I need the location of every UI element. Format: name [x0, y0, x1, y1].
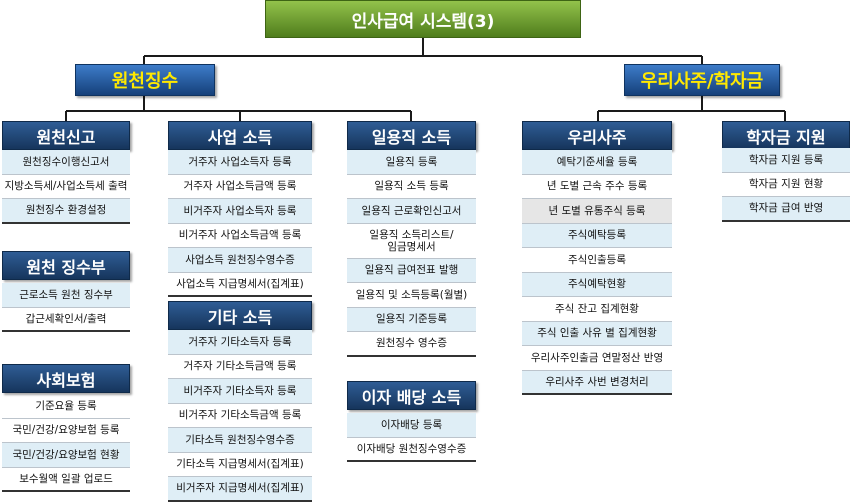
menu-item[interactable]: 주식예탁현황 — [522, 272, 672, 297]
menu-item[interactable]: 일용직 및 소득등록(월별) — [347, 283, 476, 308]
menu-item[interactable]: 기타소득 지급명세서(집계표) — [168, 453, 312, 477]
menu-item[interactable]: 년 도별 근속 주수 등록 — [522, 175, 672, 199]
menu-item[interactable]: 학자금 급여 반영 — [722, 197, 850, 222]
section-scholarship[interactable]: 학자금 지원 — [722, 121, 850, 150]
menu-item[interactable]: 학자금 지원 등록 — [722, 148, 850, 173]
menu-item[interactable]: 일용직 근로확인신고서 — [347, 199, 476, 224]
page-title: 인사급여 시스템(3) — [265, 0, 581, 38]
menu-item[interactable]: 원천징수이행신고서 — [2, 150, 130, 175]
menu-item[interactable]: 사업소득 원천징수영수증 — [168, 248, 312, 273]
section-other-income[interactable]: 기타 소득 — [168, 301, 312, 330]
menu-item[interactable]: 년 도별 유통주식 등록 — [522, 199, 672, 224]
menu-item[interactable]: 주식 잔고 집계현황 — [522, 297, 672, 322]
menu-item[interactable]: 일용직 급여전표 발행 — [347, 258, 476, 283]
menu-item[interactable]: 주식 인출 사유 별 집계현황 — [522, 321, 672, 346]
menu-item[interactable]: 원천징수 환경설정 — [2, 199, 130, 224]
menu-item[interactable]: 거주자 사업소득금액 등록 — [168, 175, 312, 199]
menu-item[interactable]: 비거주자 지급명세서(집계표) — [168, 477, 312, 502]
section-employee-stock[interactable]: 우리사주 — [522, 121, 672, 150]
menu-item[interactable]: 일용직 기준등록 — [347, 307, 476, 332]
menu-item[interactable]: 우리사주 사번 변경처리 — [522, 370, 672, 395]
menu-item[interactable]: 주식인출등록 — [522, 248, 672, 273]
menu-item[interactable]: 우리사주인출금 연말정산 반영 — [522, 346, 672, 371]
menu-item[interactable]: 갑근세확인서/출력 — [2, 308, 130, 332]
menu-item[interactable]: 기준요율 등록 — [2, 394, 130, 419]
menu-item[interactable]: 주식예탁등록 — [522, 223, 672, 248]
section-interest-dividend[interactable]: 이자 배당 소득 — [347, 381, 476, 410]
menu-item[interactable]: 비거주자 사업소득자 등록 — [168, 199, 312, 224]
menu-item[interactable]: 보수월액 일괄 업로드 — [2, 468, 130, 492]
menu-item[interactable]: 학자금 지원 현황 — [722, 173, 850, 197]
menu-item[interactable]: 국민/건강/요양보험 등록 — [2, 419, 130, 443]
menu-item[interactable]: 거주자 사업소득자 등록 — [168, 150, 312, 175]
menu-item[interactable]: 기타소득 원천징수영수증 — [168, 428, 312, 453]
menu-item[interactable]: 이자배당 등록 — [347, 413, 476, 438]
menu-item[interactable]: 비거주자 사업소득금액 등록 — [168, 224, 312, 248]
menu-item[interactable]: 사업소득 지급명세서(집계표) — [168, 273, 312, 297]
menu-item[interactable]: 이자배당 원천징수영수증 — [347, 438, 476, 462]
section-withholding-report[interactable]: 원천신고 — [2, 121, 130, 150]
menu-item[interactable]: 거주자 기타소득금액 등록 — [168, 355, 312, 379]
menu-item[interactable]: 비거주자 기타소득자 등록 — [168, 379, 312, 404]
menu-item[interactable]: 예탁기준세율 등록 — [522, 150, 672, 175]
menu-item[interactable]: 일용직 소득리스트/ 임금명세서 — [347, 224, 476, 259]
menu-item[interactable]: 거주자 기타소득자 등록 — [168, 330, 312, 355]
menu-item[interactable]: 일용직 등록 — [347, 150, 476, 175]
menu-item[interactable]: 근로소득 원천 징수부 — [2, 283, 130, 308]
menu-item[interactable]: 국민/건강/요양보험 현황 — [2, 443, 130, 468]
menu-item[interactable]: 일용직 소득 등록 — [347, 175, 476, 199]
section-business-income[interactable]: 사업 소득 — [168, 121, 312, 150]
section-daily-worker-income[interactable]: 일용직 소득 — [347, 121, 476, 150]
group-stock-scholarship[interactable]: 우리사주/학자금 — [624, 64, 780, 96]
menu-item[interactable]: 원천징수 영수증 — [347, 332, 476, 357]
section-withholding-ledger[interactable]: 원천 징수부 — [2, 251, 130, 280]
menu-item[interactable]: 지방소득세/사업소득세 출력 — [2, 175, 130, 199]
section-social-insurance[interactable]: 사회보험 — [2, 364, 130, 393]
group-withholding[interactable]: 원천징수 — [75, 64, 215, 96]
menu-item[interactable]: 비거주자 기타소득금액 등록 — [168, 404, 312, 428]
